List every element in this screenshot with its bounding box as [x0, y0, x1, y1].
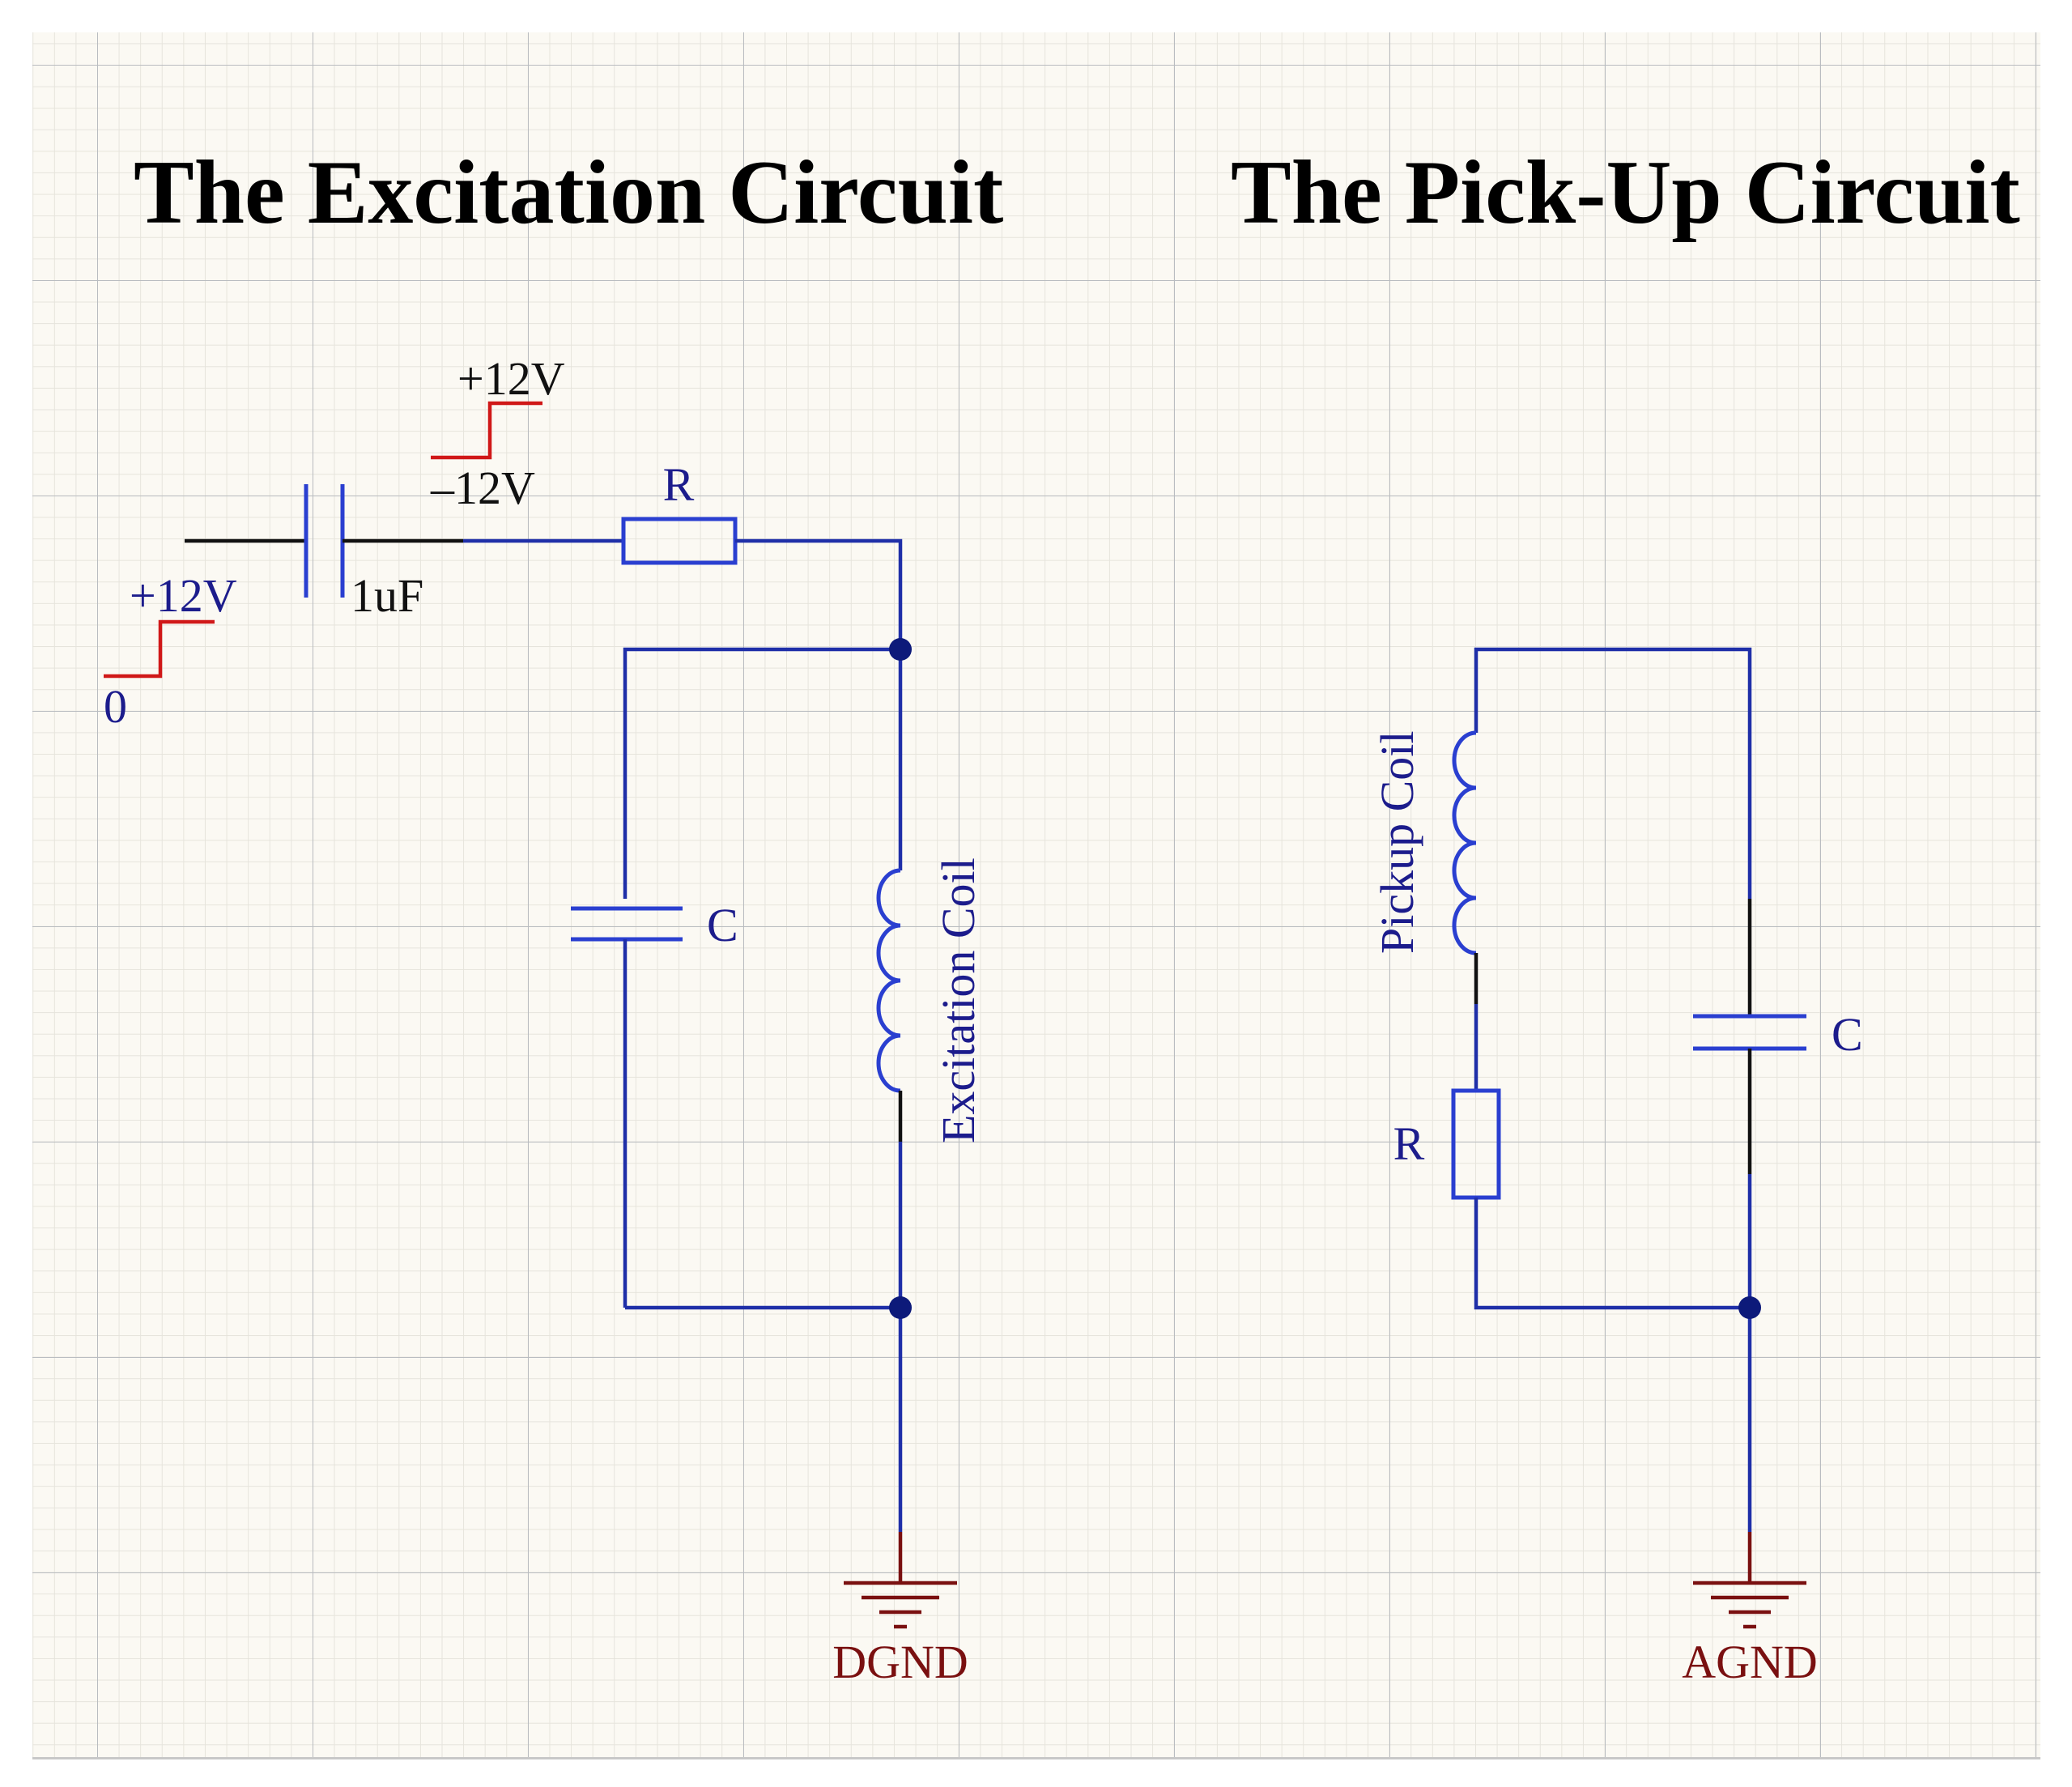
- series-resistor: [621, 517, 738, 565]
- pickup-bottom-wire: [1474, 1198, 1750, 1310]
- dgnd-ground-symbol: [844, 1532, 957, 1629]
- agnd-ground-symbol: [1693, 1532, 1806, 1629]
- excitation-coil: [876, 868, 901, 1093]
- coupled-pulse-symbol: [431, 401, 542, 460]
- pickup-capacitor: [1693, 1014, 1806, 1051]
- pickup-title: The Pick-Up Circuit: [1231, 143, 2020, 243]
- junction-node: [1738, 1296, 1761, 1319]
- pickup-resistor-label: R: [1393, 1117, 1425, 1170]
- series-resistor-label: R: [663, 458, 695, 511]
- tank-capacitor: [571, 906, 683, 942]
- excitation-title: The Excitation Circuit: [134, 143, 1003, 243]
- coupled-pulse-low-label: –12V: [430, 462, 535, 514]
- pickup-top-wire: [1474, 647, 1752, 899]
- junction-node: [889, 638, 912, 661]
- tank-top-wire: [623, 647, 900, 899]
- tank-capacitor-label: C: [707, 899, 738, 951]
- resistor-output-wire: [735, 538, 903, 649]
- excitation-coil-label: Excitation Coil: [932, 857, 985, 1143]
- pickup-capacitor-label: C: [1832, 1008, 1863, 1061]
- input-pulse-symbol: [104, 619, 215, 679]
- pickup-resistor: [1451, 1088, 1501, 1200]
- dgnd-label: DGND: [832, 1636, 968, 1688]
- pickup-coil-label: Pickup Coil: [1371, 730, 1423, 954]
- coupling-capacitor: [304, 484, 345, 598]
- coupling-capacitor-value: 1uF: [351, 569, 423, 622]
- input-pulse-high-label: +12V: [130, 569, 237, 622]
- agnd-label: AGND: [1682, 1636, 1818, 1688]
- pickup-coil: [1452, 730, 1477, 955]
- schematic-sheet: [32, 32, 2040, 1759]
- input-pulse-low-label: 0: [104, 680, 127, 733]
- junction-node: [889, 1296, 912, 1319]
- coupled-pulse-high-label: +12V: [457, 352, 565, 405]
